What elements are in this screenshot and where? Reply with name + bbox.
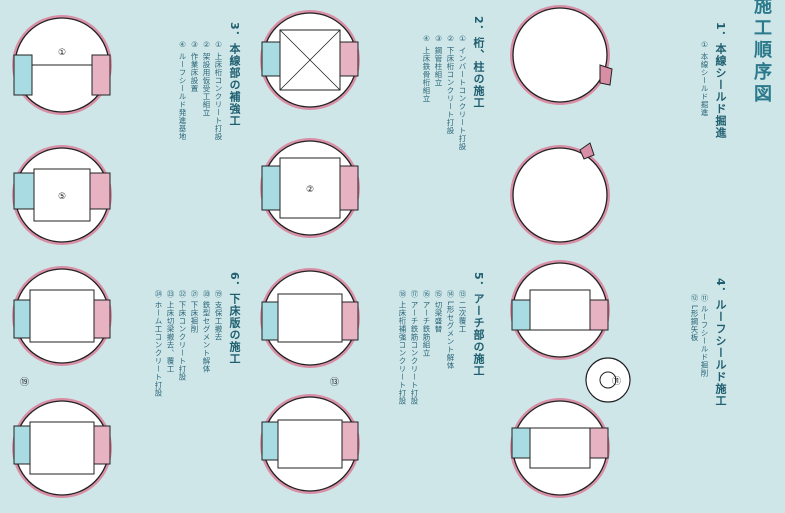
section-6-step-6: ㉔ ホーム工コンクリート打設: [154, 290, 163, 397]
tunnel-section-1b: [509, 142, 611, 246]
section-3-step-3: ③ 作業床設置: [190, 40, 199, 93]
section-2-step-4: ④ 上床鉄骨桁組立: [422, 34, 431, 103]
tunnel-section-3a: ①: [11, 14, 113, 116]
section-6-step-2: ⑳ 鉄型セグメント解体: [202, 290, 211, 373]
label-c2: ②: [306, 185, 314, 195]
section-6-step-3: ㉑ 下床掘削: [190, 290, 199, 333]
section-1-step-1: ① 本線シールド掘進: [700, 40, 709, 117]
section-5-step-3: ⑮ 切梁盛替: [434, 290, 443, 333]
section-6-step-4: ㉒ 下床コンクリート打設: [178, 290, 187, 381]
label-c3: ⑤: [58, 192, 66, 202]
section-6-step-5: ㉓ 上床切梁撤去、覆工: [166, 290, 175, 373]
section-3-step-4: ④ ルーフシールド発進基地: [178, 40, 187, 141]
section-5-step-4: ⑯ アーチ鉄筋組立: [422, 290, 431, 357]
section-2-step-3: ③ 鋼管柱組立: [434, 34, 443, 87]
label-c4: ⑪: [612, 376, 621, 387]
tunnel-section-2b: ②: [259, 137, 361, 239]
tunnel-section-1a: [509, 4, 613, 106]
section-4-step-2: ⑫ L形鋼矢板: [690, 294, 699, 342]
section-2-step-1: ① インバートコンクリート打設: [458, 34, 467, 151]
section-4-heading: 4．ルーフシールド施工: [714, 278, 727, 407]
label-c1: ①: [58, 48, 66, 58]
section-3-heading: 3．本線部の補強工: [228, 22, 241, 127]
tunnel-section-2a: [259, 9, 361, 111]
tunnel-section-5: ⑬: [259, 267, 361, 495]
section-5-step-1: ⑬ 二次覆工: [458, 290, 467, 333]
tunnel-section-4: ⑪: [509, 259, 631, 499]
section-5-step-6: ⑱ 上床桁補強コンクリート打設: [398, 290, 407, 405]
label-c6: ⑲: [20, 377, 29, 388]
page-title: 施工順序図: [751, 0, 772, 106]
section-2-heading: 2．桁、柱の施工: [472, 16, 485, 109]
section-5-step-5: ⑰ アーチ鉄筋コンクリート打設: [410, 290, 419, 405]
section-1-heading: 1．本線シールド掘進: [714, 22, 727, 139]
tunnel-section-6: ⑲: [11, 265, 113, 499]
section-5-step-2: ⑭ L形セグメント解体: [446, 290, 455, 370]
section-3-step-1: ① 上床桁コンクリート打設: [214, 40, 223, 141]
section-6-step-1: ⑲ 支保工撤去: [214, 290, 223, 341]
section-6-heading: 6．下床版の施工: [228, 272, 241, 365]
section-3-step-2: ② 架設用仮受工組立: [202, 40, 211, 117]
section-5-heading: 5．アーチ部の施工: [472, 272, 485, 377]
section-2-step-2: ② 下床桁コンクリート打設: [446, 34, 455, 135]
label-c5: ⑬: [330, 377, 339, 388]
section-4-step-1: ⑪ ルーフシールド掘削: [700, 294, 709, 377]
tunnel-section-3b: ⑤: [11, 144, 113, 246]
